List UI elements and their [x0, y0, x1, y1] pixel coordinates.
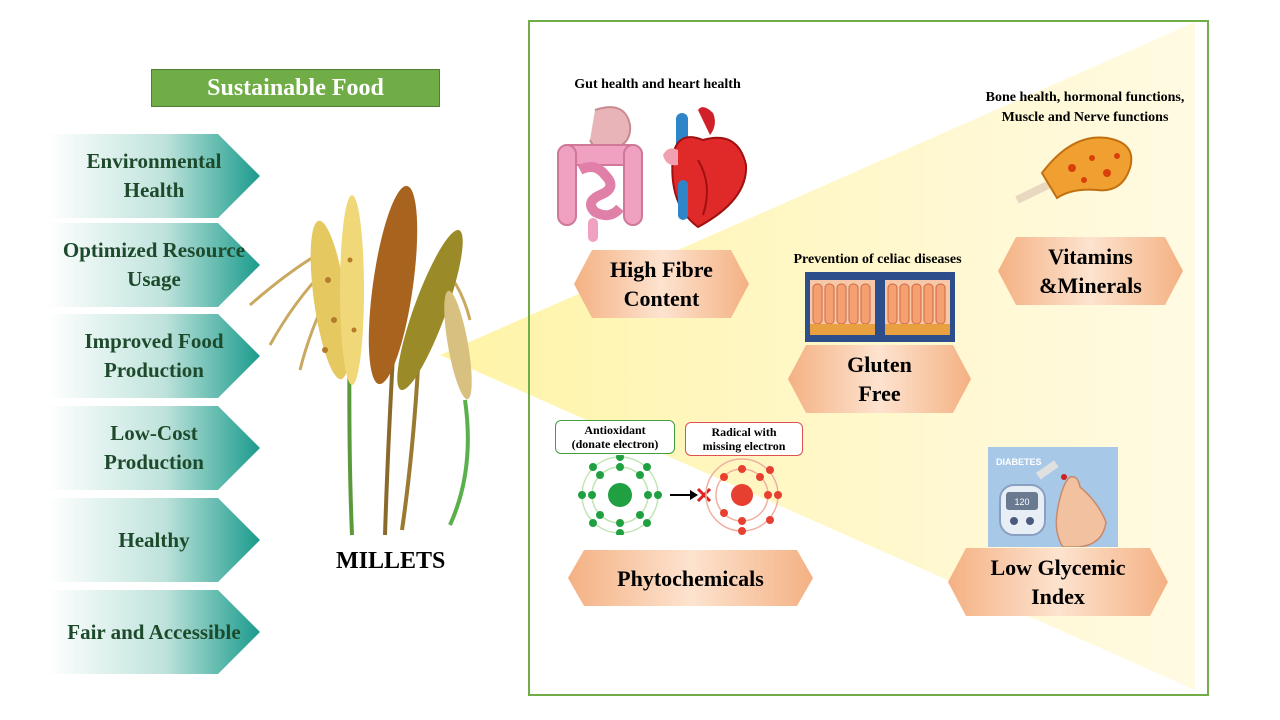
bubble-line: Antioxidant	[584, 423, 646, 437]
bone-caption: Bone health, hormonal functions, Muscle …	[960, 88, 1210, 128]
celiac-caption: Prevention of celiac diseases	[793, 252, 962, 267]
benefit-label: Low-Cost Production	[104, 421, 204, 474]
nutrient-phytochemicals: Phytochemicals	[568, 550, 813, 606]
page-title: Sustainable Food	[151, 69, 440, 107]
antioxidant-atom-icon	[578, 455, 662, 535]
hex-line: &Minerals	[1039, 273, 1142, 298]
benefit-arrow: Healthy	[48, 498, 260, 582]
benefit-label: Healthy	[118, 527, 190, 552]
meter-reading: 120	[1014, 497, 1029, 507]
benefit-arrow: Optimized Resource Usage	[48, 223, 260, 307]
hex-line: Low Glycemic	[990, 555, 1126, 580]
benefit-arrow: Improved Food Production	[48, 314, 260, 398]
hex-line: Gluten	[847, 352, 912, 377]
nutrient-vitamins: Vitamins&Minerals	[998, 237, 1183, 305]
bubble-line: (donate electron)	[571, 437, 659, 451]
bone-caption-line: Bone health, hormonal functions,	[985, 90, 1185, 105]
muscle-caption-line: Muscle and Nerve functions	[1001, 110, 1169, 125]
benefit-label: Fair and Accessible	[67, 619, 241, 644]
hex-line: Free	[858, 381, 901, 406]
benefit-arrow: Low-Cost Production	[48, 406, 260, 490]
gut-heart-caption: Gut health and heart health	[574, 77, 741, 92]
glucose-meter-illustration: DIABETES 120	[988, 447, 1118, 547]
benefit-arrow: Fair and Accessible	[48, 590, 260, 674]
radical-atom-icon	[705, 458, 782, 535]
nutrition-panel	[528, 20, 1209, 696]
benefit-label: Optimized Resource Usage	[62, 238, 246, 291]
bone-illustration	[1015, 136, 1133, 204]
bubble-line: Radical with	[711, 425, 777, 439]
benefit-label: Environmental Health	[86, 149, 222, 202]
hex-line: High Fibre	[610, 257, 713, 282]
transfer-arrow-icon	[670, 487, 712, 503]
antioxidant-bubble: Antioxidant(donate electron)	[555, 420, 675, 454]
intestine-illustration	[557, 106, 643, 242]
diabetes-label: DIABETES	[996, 457, 1042, 467]
heart-illustration	[663, 107, 748, 229]
benefit-label: Improved Food Production	[84, 329, 224, 382]
millets-label: MILLETS	[336, 548, 446, 574]
bubble-line: missing electron	[702, 439, 786, 453]
hex-line: Phytochemicals	[617, 565, 764, 591]
hex-line: Content	[623, 286, 700, 311]
benefit-arrow: Environmental Health	[48, 134, 260, 218]
millet-plant-illustration	[249, 185, 472, 536]
villi-illustration	[805, 272, 955, 342]
hex-line: Vitamins	[1048, 244, 1133, 269]
hex-line: Index	[1031, 584, 1085, 609]
